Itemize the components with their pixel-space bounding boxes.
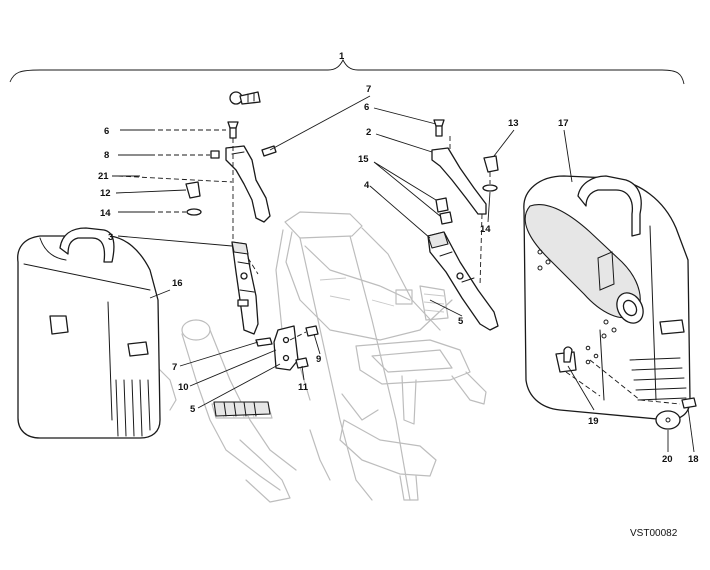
key-lock-part <box>229 91 261 105</box>
callout-7-top: 7 <box>366 84 371 95</box>
hardware-clips-15 <box>435 197 453 225</box>
callout-5-left: 5 <box>190 404 196 415</box>
callout-5-right: 5 <box>458 316 464 327</box>
upper-left-bracket <box>225 145 271 223</box>
callout-1: 1 <box>339 51 345 62</box>
left-side-case <box>17 227 161 439</box>
callout-3: 3 <box>108 232 113 243</box>
hardware-screw-9 <box>305 325 319 337</box>
callout-20: 20 <box>662 454 673 465</box>
leader-lines <box>112 95 695 453</box>
callout-14-right: 14 <box>480 224 491 235</box>
callout-13: 13 <box>508 118 519 129</box>
hardware-bolt-18 <box>681 397 697 409</box>
motorcycle-frame-ghost <box>149 211 487 503</box>
assembly-brace <box>9 58 685 85</box>
drawing-code: VST00082 <box>630 528 678 539</box>
hardware-plate-20 <box>655 410 681 430</box>
hardware-screw-11 <box>295 357 309 369</box>
callout-9: 9 <box>316 354 321 365</box>
callout-8: 8 <box>104 150 109 161</box>
hardware-washer-14-right <box>482 184 498 192</box>
callout-14-left: 14 <box>100 208 111 219</box>
hardware-screw-6-right <box>433 119 445 137</box>
callout-12: 12 <box>100 188 111 199</box>
callout-10: 10 <box>178 382 189 393</box>
right-bracket <box>427 231 499 331</box>
hardware-bolt-7-lower <box>255 337 273 347</box>
callout-17: 17 <box>558 118 569 129</box>
right-side-case <box>523 175 691 421</box>
callout-6-left: 6 <box>104 126 109 137</box>
hardware-footpeg-5-lower <box>213 401 271 417</box>
callout-7-lower: 7 <box>172 362 177 373</box>
hardware-clip-12 <box>185 181 201 199</box>
left-plate <box>273 325 299 371</box>
callout-15: 15 <box>358 154 369 165</box>
callout-19: 19 <box>588 416 599 427</box>
assembly-dash-lines <box>117 129 681 405</box>
callout-16: 16 <box>172 278 183 289</box>
left-bracket <box>231 241 259 335</box>
hardware-washer-14-left <box>186 208 202 216</box>
hardware-screw-6-left <box>227 121 239 139</box>
callout-21: 21 <box>98 171 109 182</box>
hardware-clip-13 <box>483 155 499 173</box>
callout-18: 18 <box>688 454 699 465</box>
callout-labels: 1 6 8 21 12 14 3 16 7 6 2 15 4 13 17 14 … <box>98 51 699 465</box>
callout-11: 11 <box>298 382 309 393</box>
callout-6-right: 6 <box>364 102 369 113</box>
hardware-nut-8 <box>210 150 220 159</box>
callout-2: 2 <box>366 127 371 138</box>
callout-4: 4 <box>364 180 370 191</box>
